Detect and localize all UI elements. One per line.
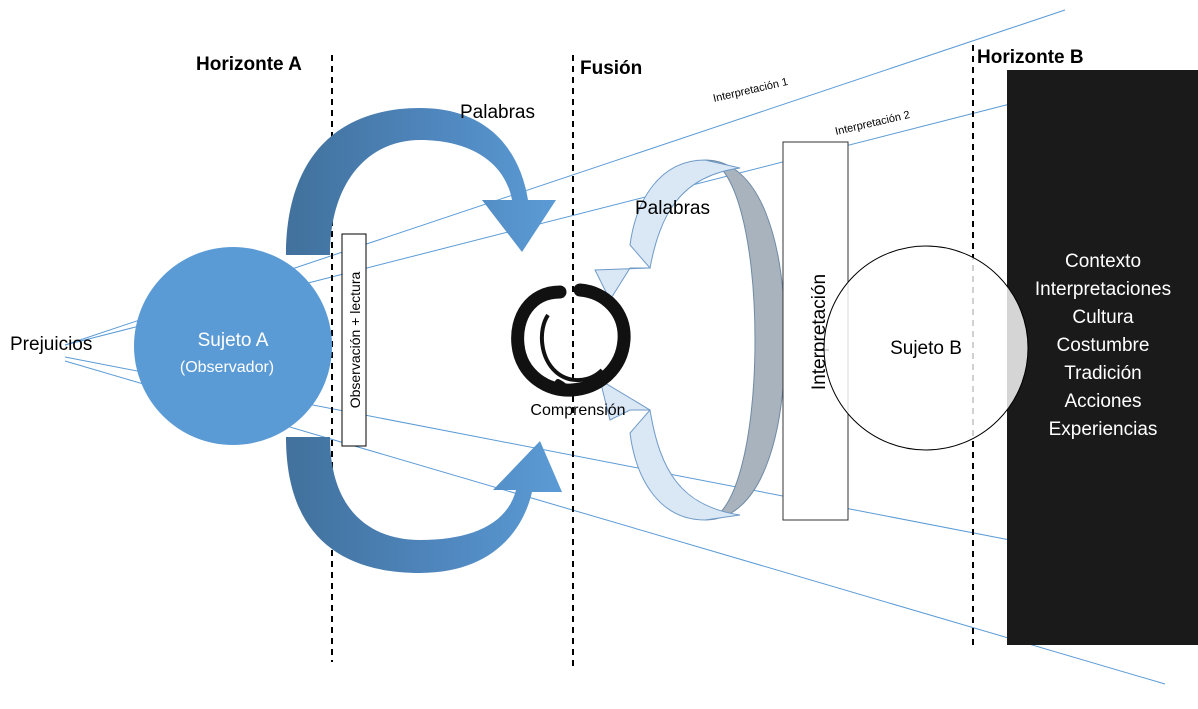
understanding-label: Comprensión xyxy=(530,402,625,419)
context-item: Cultura xyxy=(1072,307,1134,328)
upper-pale-arrow xyxy=(594,159,741,302)
context-list: Contexto Interpretaciones Cultura Costum… xyxy=(1035,251,1171,440)
enso-tail xyxy=(555,379,573,395)
subject-a-circle xyxy=(134,247,332,445)
subject-b-label: Sujeto B xyxy=(890,338,962,359)
horizon-a-label: Horizonte A xyxy=(196,54,302,75)
context-item: Interpretaciones xyxy=(1035,279,1171,300)
context-item: Experiencias xyxy=(1049,419,1158,440)
horizon-b-label: Horizonte B xyxy=(977,47,1084,68)
interpretation-1-label: Interpretación 1 xyxy=(712,76,789,105)
context-item: Contexto xyxy=(1065,251,1141,272)
bottom-curved-arrow xyxy=(286,437,562,573)
enso-stroke xyxy=(511,283,631,397)
subject-b-circle xyxy=(823,245,1029,451)
fusion-label: Fusión xyxy=(580,58,642,79)
words-right-label: Palabras xyxy=(635,198,710,219)
context-item: Costumbre xyxy=(1057,335,1150,356)
subject-a-name: Sujeto A xyxy=(198,330,269,351)
words-top-label: Palabras xyxy=(460,102,535,123)
understanding-enso-icon xyxy=(511,283,631,397)
context-item: Tradición xyxy=(1064,363,1141,384)
ring-back-band xyxy=(704,159,786,521)
context-panel xyxy=(1007,70,1198,645)
context-item: Acciones xyxy=(1064,391,1141,412)
prejudices-label: Prejuicios xyxy=(10,334,92,355)
observation-label: Observación + lectura xyxy=(347,272,363,409)
lower-pale-arrow xyxy=(599,378,741,521)
interpretation-2-label: Interpretación 2 xyxy=(834,109,911,138)
enso-inner xyxy=(539,313,604,382)
subject-a-role: (Observador) xyxy=(180,359,274,376)
observation-box xyxy=(341,233,367,447)
top-curved-arrow xyxy=(286,108,556,255)
